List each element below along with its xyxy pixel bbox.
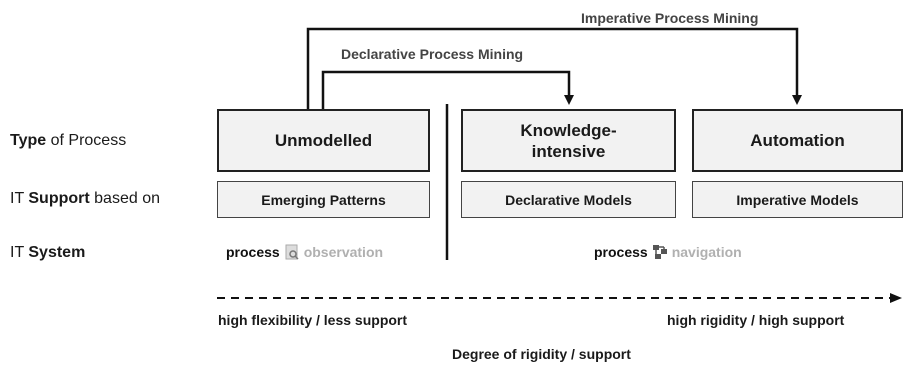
process-navigation-logo: process navigation [594, 244, 742, 260]
axis-left-label: high flexibility / less support [218, 312, 408, 328]
imperative-mining-label: Imperative Process Mining [581, 10, 759, 26]
row-label-support: IT Support based on [10, 190, 160, 207]
declarative-mining-label: Declarative Process Mining [341, 46, 524, 62]
logo-word-process: process [594, 244, 648, 260]
row-label-type: Type of Process [10, 132, 127, 149]
it-support-declarative-models: Declarative Models [461, 181, 676, 218]
imperative-arrow [306, 27, 802, 109]
process-type-automation: Automation [692, 109, 903, 172]
it-support-imperative-models: Imperative Models [692, 181, 903, 218]
logo-word-navigation: navigation [671, 244, 742, 260]
process-type-unmodelled: Unmodelled [217, 109, 430, 172]
axis-title: Degree of rigidity / support [452, 346, 631, 362]
flow-icon [652, 245, 667, 259]
process-type-knowledge-intensive: Knowledge- intensive [461, 109, 676, 172]
process-observation-logo: process observation [226, 244, 383, 260]
row-label-system: IT System [10, 244, 86, 261]
axis-right-label: high rigidity / high support [667, 312, 845, 328]
logo-word-observation: observation [303, 244, 384, 260]
logo-word-process: process [226, 244, 280, 260]
magnifier-icon [285, 244, 299, 260]
declarative-arrow [321, 70, 574, 109]
it-support-emerging-patterns: Emerging Patterns [217, 181, 430, 218]
axis-arrowhead [890, 293, 902, 303]
